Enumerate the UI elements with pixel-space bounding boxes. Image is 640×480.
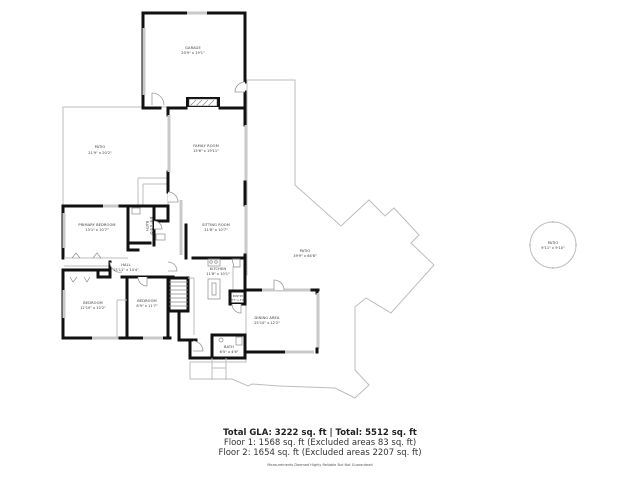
main-walls <box>61 106 320 380</box>
patio-left-dims: 21'9" x 20'2" <box>88 151 112 155</box>
disclaimer: Measurements Deemed Highly Reliable But … <box>267 463 373 467</box>
hall-label: HALL <box>121 263 131 267</box>
sitting-room-label: SITTING ROOM <box>202 223 230 227</box>
kitchen-label: KITCHEN <box>210 267 226 271</box>
floor-1-area: Floor 1: 1568 sq. ft (Excluded areas 83 … <box>223 438 417 448</box>
room-labels: GARAGE 20'9" x 19'1" PATIO 21'9" x 20'2"… <box>78 46 565 354</box>
sitting-room-dims: 11'8" x 10'7" <box>204 228 228 232</box>
bedroom-left-dims: 12'10" x 10'2" <box>80 306 106 310</box>
bedroom-mid-dims: 8'9" x 11'7" <box>136 304 157 308</box>
hall-dims: 15'11" x 14'4" <box>113 268 139 272</box>
patio-round-outline <box>529 221 577 269</box>
bath-upper-label: BATH <box>145 221 149 231</box>
bath-lower-dims: 6'5" x 4'6" <box>220 350 239 354</box>
bedroom-left-label: BEDROOM <box>83 301 102 305</box>
bath-lower-label: BATH <box>224 345 234 349</box>
kitchen-dims: 11'8" x 10'1" <box>206 272 230 276</box>
patio-round-label: PATIO <box>548 241 559 245</box>
primary-bedroom-dims: 13'1" x 10'7" <box>85 228 109 232</box>
total-gla: Total GLA: 3222 sq. ft | Total: 5512 sq.… <box>223 428 417 438</box>
patio-left-label: PATIO <box>95 145 106 149</box>
bath-upper-dims: 8'9" x 5'0" <box>149 217 153 236</box>
garage-dims: 20'9" x 19'1" <box>181 51 205 55</box>
dining-area-dims: 25'10" x 12'2" <box>254 321 280 325</box>
bedroom-mid-label: BEDROOM <box>137 299 156 303</box>
patio-round-dims: 9'11" x 9'10" <box>541 246 565 250</box>
patio-large-outline <box>189 79 435 399</box>
family-room-dims: 15'6" x 19'11" <box>193 149 219 153</box>
area-summary: Total GLA: 3222 sq. ft | Total: 5512 sq.… <box>0 428 640 469</box>
pantry-label: PANTRY <box>233 294 244 298</box>
garage-door <box>151 92 165 106</box>
patio-left-outline <box>62 106 169 206</box>
floor-2-area: Floor 2: 1654 sq. ft (Excluded areas 220… <box>218 448 422 458</box>
family-room-label: FAMILY ROOM <box>193 144 219 148</box>
garage <box>141 11 247 110</box>
patio-large-label: PATIO <box>300 249 311 253</box>
dining-area-label: DINING AREA <box>255 316 280 320</box>
garage-side-door <box>234 81 246 93</box>
garage-label: GARAGE <box>185 46 201 50</box>
primary-bedroom-label: PRIMARY BEDROOM <box>78 223 115 227</box>
pantry-dims: 3'7" x 3'2" <box>231 298 245 302</box>
patio-large-dims: 39'9" x 64'8" <box>293 254 317 258</box>
